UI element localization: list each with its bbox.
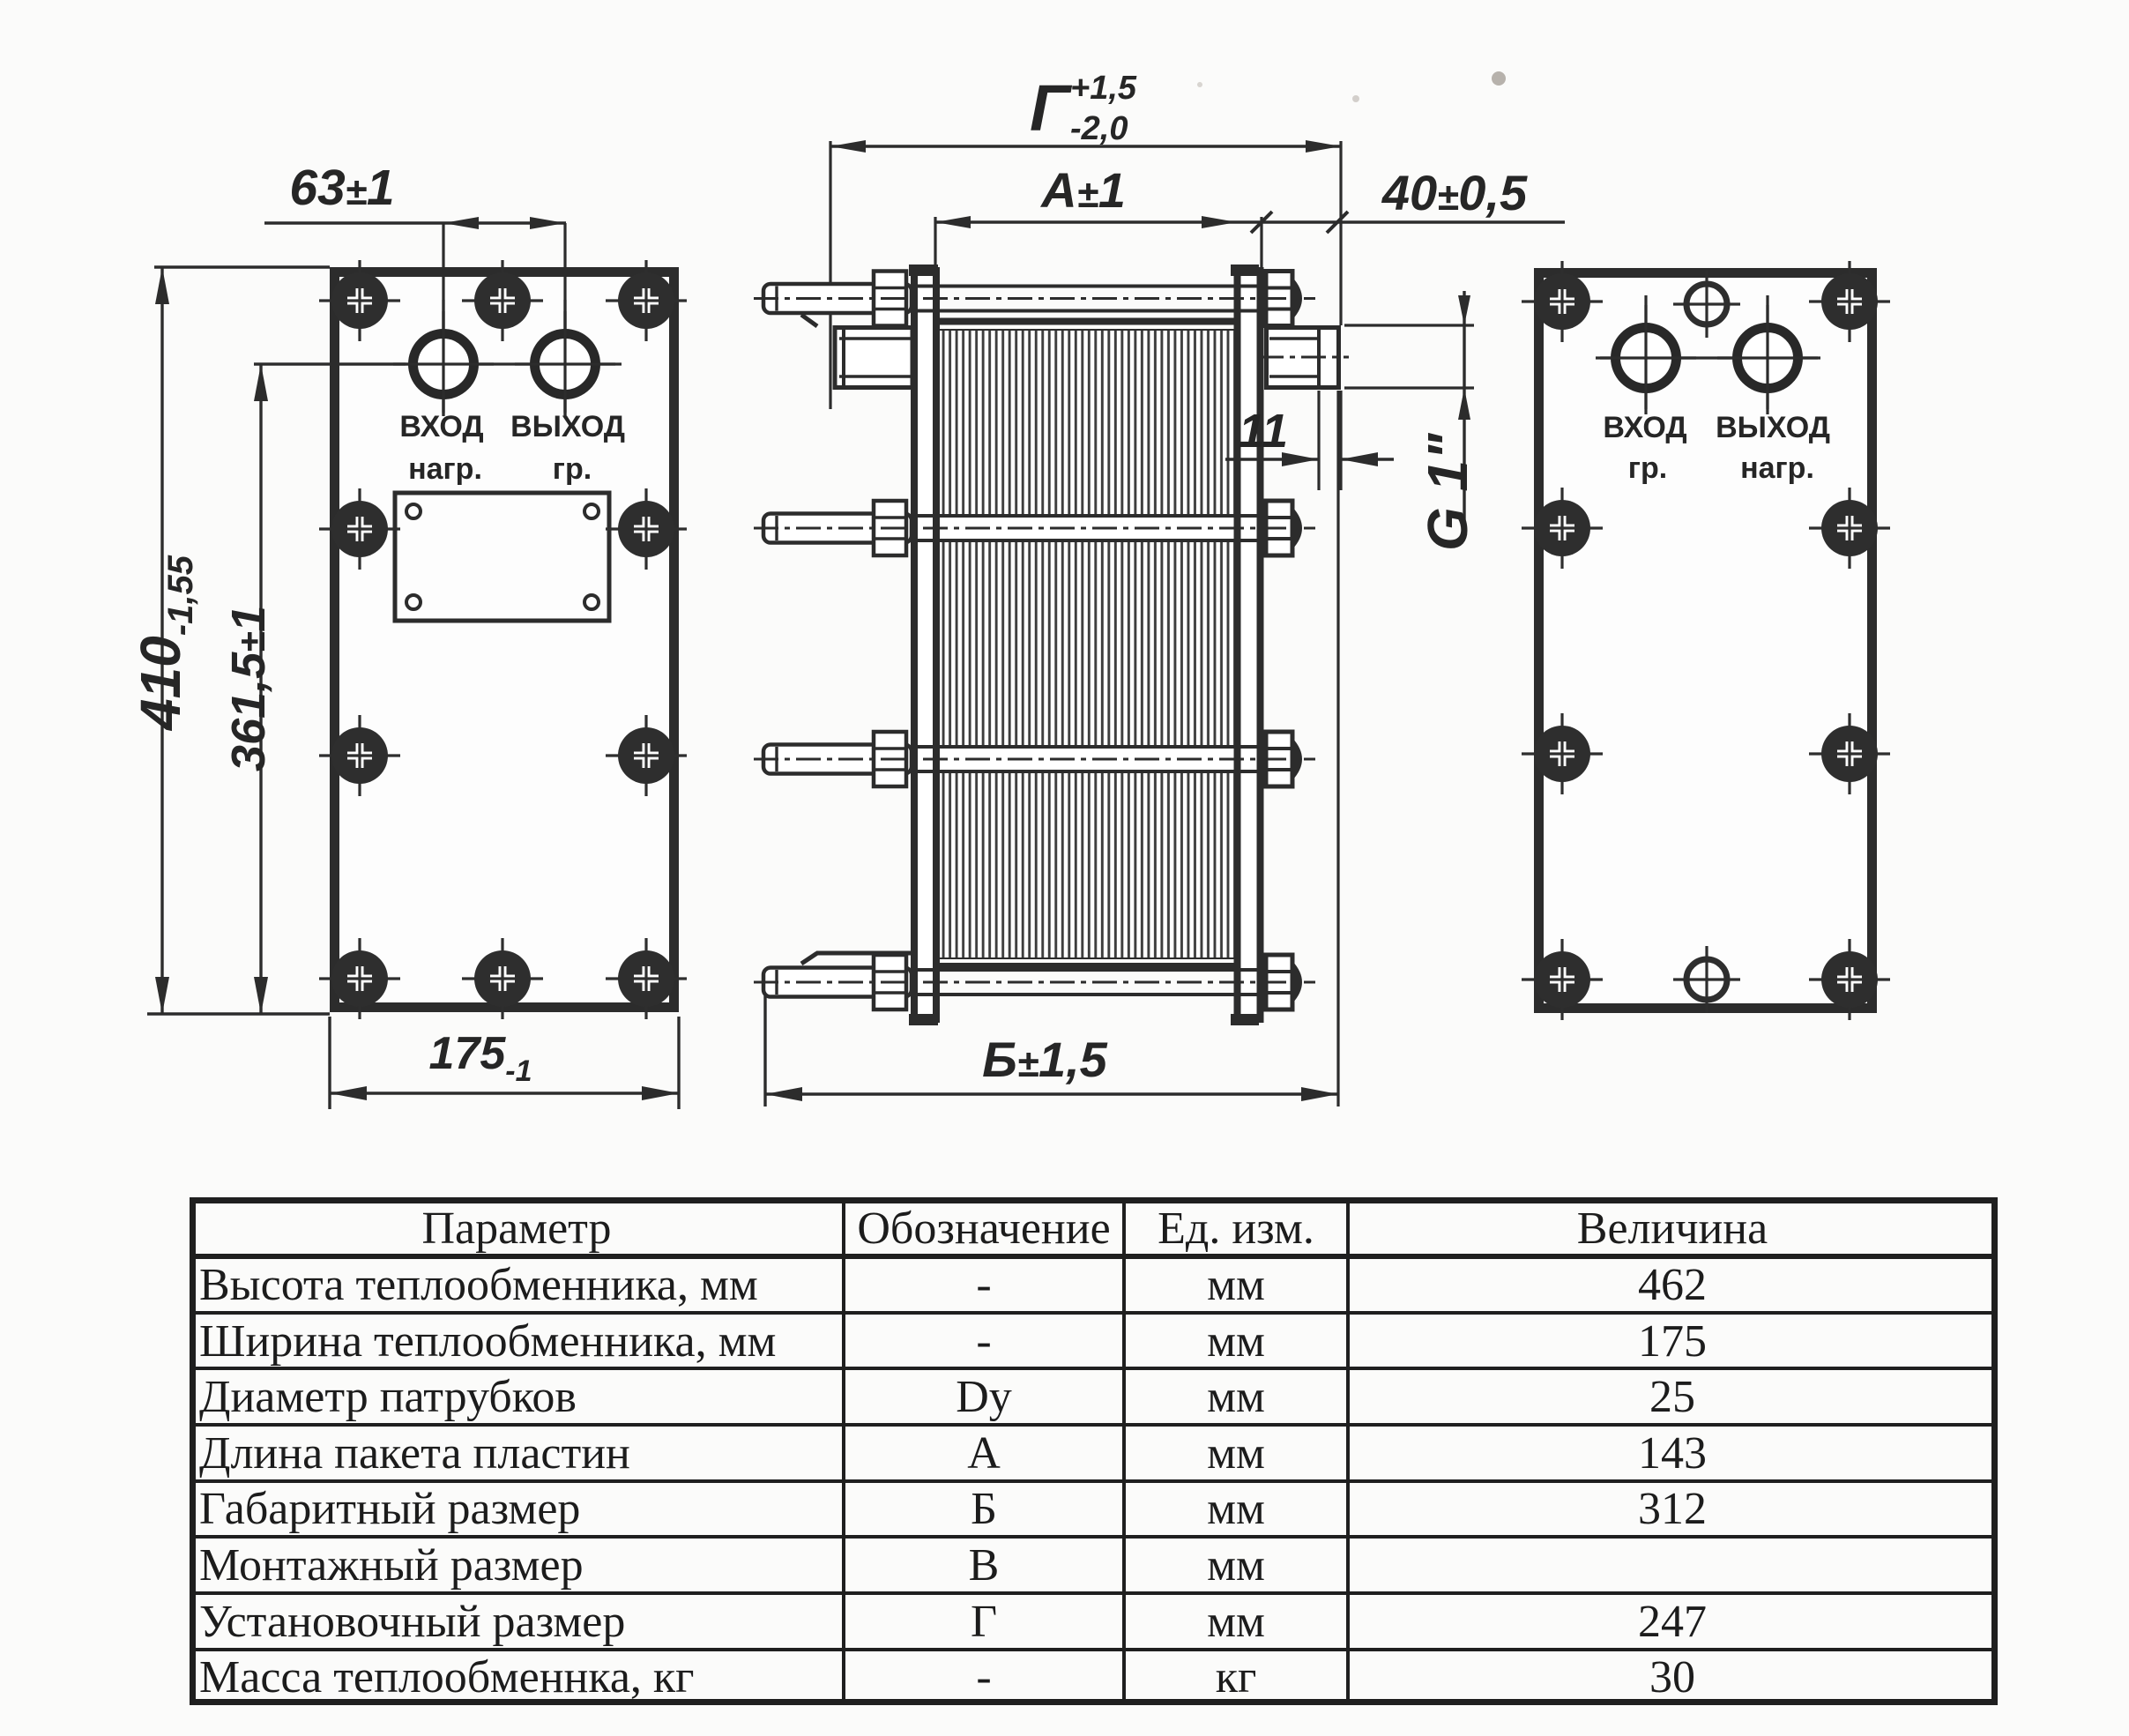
- svg-text:кг: кг: [1216, 1652, 1257, 1702]
- svg-text:Г: Г: [971, 1597, 997, 1647]
- svg-text:гр.: гр.: [1628, 451, 1667, 485]
- svg-text:175-1: 175-1: [429, 1028, 532, 1088]
- svg-text:40±0,5: 40±0,5: [1381, 165, 1528, 220]
- svg-text:Установочный размер: Установочный размер: [199, 1597, 625, 1647]
- svg-text:мм: мм: [1207, 1372, 1265, 1422]
- svg-text:ВХОД: ВХОД: [399, 410, 483, 443]
- svg-text:+1,5: +1,5: [1070, 70, 1137, 107]
- svg-text:462: 462: [1638, 1260, 1707, 1310]
- svg-text:361,5±1: 361,5±1: [222, 606, 275, 771]
- svg-text:ВХОД: ВХОД: [1603, 411, 1686, 444]
- svg-text:В: В: [969, 1540, 1000, 1591]
- svg-text:Диаметр патрубков: Диаметр патрубков: [199, 1372, 577, 1422]
- svg-text:гр.: гр.: [553, 452, 592, 486]
- svg-text:мм: мм: [1207, 1540, 1265, 1591]
- svg-text:-2,0: -2,0: [1070, 110, 1128, 147]
- svg-text:мм: мм: [1207, 1260, 1265, 1310]
- svg-text:Б±1,5: Б±1,5: [982, 1032, 1108, 1087]
- svg-text:30: 30: [1649, 1652, 1695, 1702]
- svg-text:ВЫХОД: ВЫХОД: [1716, 411, 1830, 444]
- svg-text:Dy: Dy: [956, 1372, 1012, 1422]
- svg-text:-: -: [976, 1652, 991, 1702]
- svg-text:мм: мм: [1207, 1316, 1265, 1367]
- svg-text:63±1: 63±1: [289, 160, 394, 216]
- svg-text:143: 143: [1638, 1428, 1707, 1479]
- svg-text:Обозначение: Обозначение: [857, 1203, 1110, 1254]
- svg-text:А±1: А±1: [1039, 162, 1126, 218]
- svg-text:11: 11: [1239, 405, 1288, 458]
- svg-text:Параметр: Параметр: [421, 1203, 611, 1254]
- svg-text:Габаритный размер: Габаритный размер: [199, 1484, 580, 1534]
- svg-text:G 1": G 1": [1416, 433, 1479, 551]
- svg-text:Величина: Величина: [1577, 1203, 1768, 1254]
- svg-text:Ед. изм.: Ед. изм.: [1158, 1203, 1314, 1254]
- svg-text:25: 25: [1649, 1372, 1695, 1422]
- svg-text:мм: мм: [1207, 1428, 1265, 1479]
- svg-text:Высота теплообменника, мм: Высота теплообменника, мм: [199, 1260, 758, 1310]
- svg-text:мм: мм: [1207, 1597, 1265, 1647]
- svg-text:нагр.: нагр.: [408, 452, 482, 486]
- svg-text:410-1,55: 410-1,55: [129, 555, 200, 732]
- svg-text:А: А: [967, 1428, 1001, 1479]
- svg-text:нагр.: нагр.: [1740, 451, 1814, 485]
- svg-text:Г: Г: [1030, 71, 1073, 145]
- svg-text:Ширина теплообменника, мм: Ширина теплообменника, мм: [199, 1316, 776, 1367]
- svg-text:Длина пакета пластин: Длина пакета пластин: [199, 1428, 630, 1479]
- svg-text:ВЫХОД: ВЫХОД: [510, 410, 625, 443]
- svg-text:-: -: [976, 1316, 991, 1367]
- svg-text:247: 247: [1638, 1597, 1707, 1647]
- svg-text:Б: Б: [971, 1484, 997, 1534]
- svg-text:мм: мм: [1207, 1484, 1265, 1534]
- svg-text:Масса теплообменнка, кг: Масса теплообменнка, кг: [199, 1652, 695, 1702]
- svg-text:175: 175: [1638, 1316, 1707, 1367]
- svg-text:312: 312: [1638, 1484, 1707, 1534]
- svg-text:-: -: [976, 1260, 991, 1310]
- svg-text:Монтажный размер: Монтажный размер: [199, 1540, 584, 1591]
